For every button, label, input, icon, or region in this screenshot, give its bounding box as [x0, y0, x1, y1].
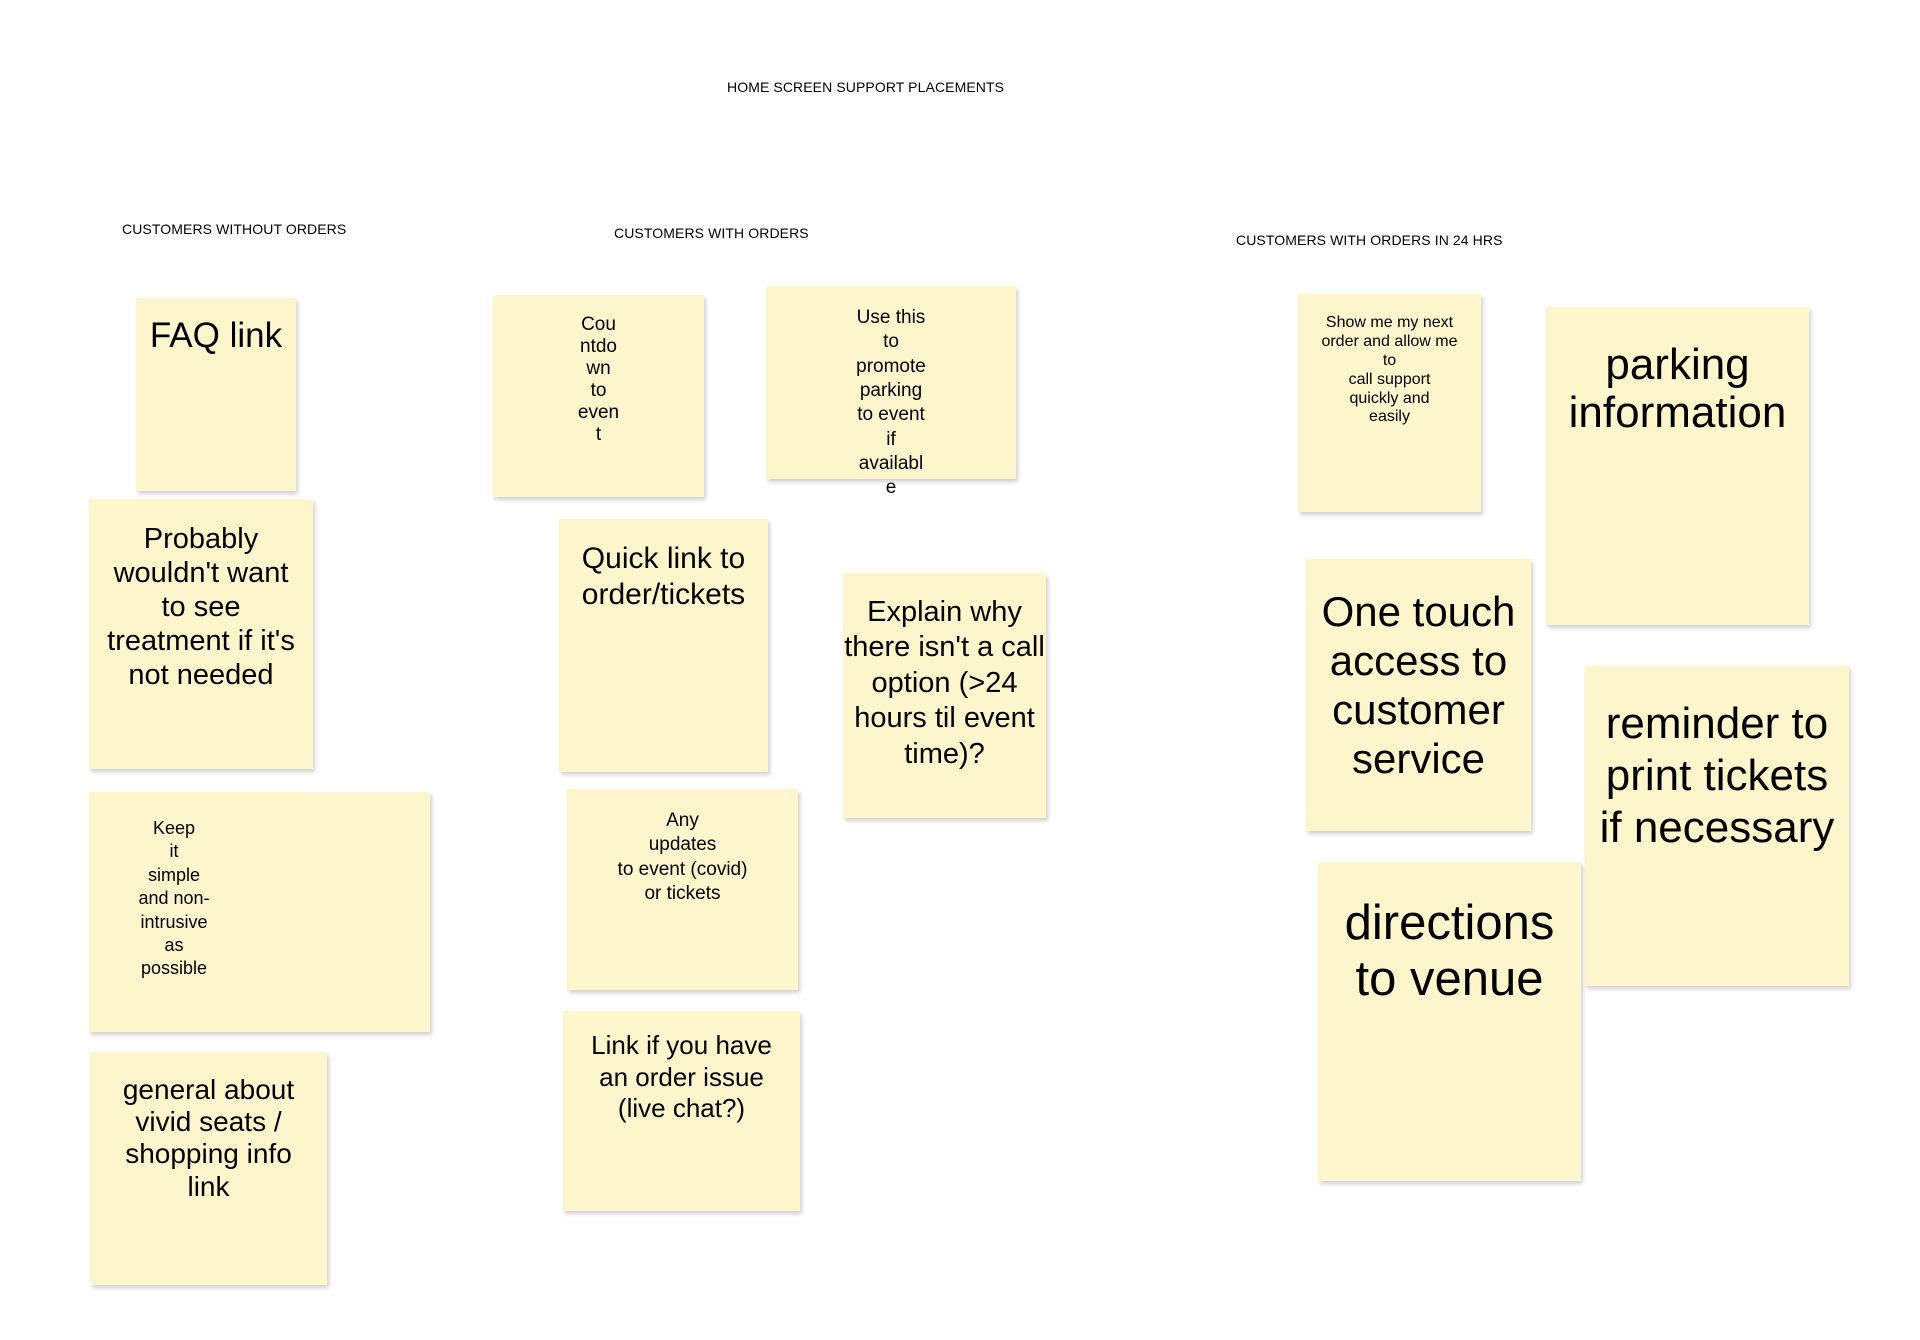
sticky-note-order-issue-link[interactable]: Link if you have an order issue (live ch… — [563, 1011, 800, 1211]
sticky-note-text: One touch access to customer service — [1321, 588, 1516, 783]
sticky-note-text: parking information — [1568, 340, 1787, 438]
sticky-note-text: general about vivid seats / shopping inf… — [122, 1074, 295, 1202]
sticky-note-text: Keep it simple and non- intrusive as pos… — [138, 818, 210, 979]
sticky-note-text: Show me my next order and allow me to ca… — [1321, 314, 1458, 426]
sticky-note-treatment[interactable]: Probably wouldn't want to see treatment … — [89, 499, 313, 769]
sticky-note-next-order[interactable]: Show me my next order and allow me to ca… — [1298, 294, 1481, 512]
sticky-note-text: Probably wouldn't want to see treatment … — [107, 523, 295, 691]
sticky-note-promote-parking[interactable]: Use this to promote parking to event if … — [766, 286, 1016, 498]
sticky-note-event-updates[interactable]: Any updates to event (covid) or tickets — [567, 789, 798, 990]
sticky-note-text: Cou ntdo wn to even t — [577, 314, 620, 446]
sticky-note-text: reminder to print tickets if necessary — [1599, 699, 1835, 852]
sticky-note-text: Use this to promote parking to event if … — [856, 307, 926, 499]
sticky-note-text: Quick link to order/tickets — [581, 542, 746, 611]
column-header-with-orders: CUSTOMERS WITH ORDERS — [614, 225, 809, 241]
column-header-without-orders: CUSTOMERS WITHOUT ORDERS — [122, 221, 347, 237]
sticky-note-text: Link if you have an order issue (live ch… — [591, 1030, 772, 1124]
sticky-note-parking-information[interactable]: parking information — [1546, 307, 1809, 625]
sticky-note-text: directions to venue — [1344, 896, 1555, 1007]
sticky-note-explain-call-option[interactable]: Explain why there isn't a call option (>… — [843, 573, 1046, 818]
sticky-note-print-tickets-reminder[interactable]: reminder to print tickets if necessary — [1585, 666, 1849, 986]
sticky-note-general-info[interactable]: general about vivid seats / shopping inf… — [90, 1052, 327, 1285]
sticky-note-faq-link[interactable]: FAQ link — [136, 298, 296, 491]
sticky-note-text: FAQ link — [149, 316, 283, 355]
board-title: HOME SCREEN SUPPORT PLACEMENTS — [727, 79, 1005, 95]
column-header-orders-in-24-hrs: CUSTOMERS WITH ORDERS IN 24 HRS — [1236, 232, 1503, 248]
sticky-note-text: Explain why there isn't a call option (>… — [844, 596, 1045, 770]
sticky-note-text: Any updates to event (covid) or tickets — [617, 810, 748, 904]
sticky-note-one-touch-customer-service[interactable]: One touch access to customer service — [1306, 559, 1531, 831]
sticky-note-quick-link-order[interactable]: Quick link to order/tickets — [559, 519, 768, 772]
sticky-note-countdown[interactable]: Cou ntdo wn to even t — [493, 295, 704, 497]
sticky-note-keep-simple[interactable]: Keep it simple and non- intrusive as pos… — [89, 792, 430, 1032]
sticky-note-directions-to-venue[interactable]: directions to venue — [1318, 862, 1581, 1181]
